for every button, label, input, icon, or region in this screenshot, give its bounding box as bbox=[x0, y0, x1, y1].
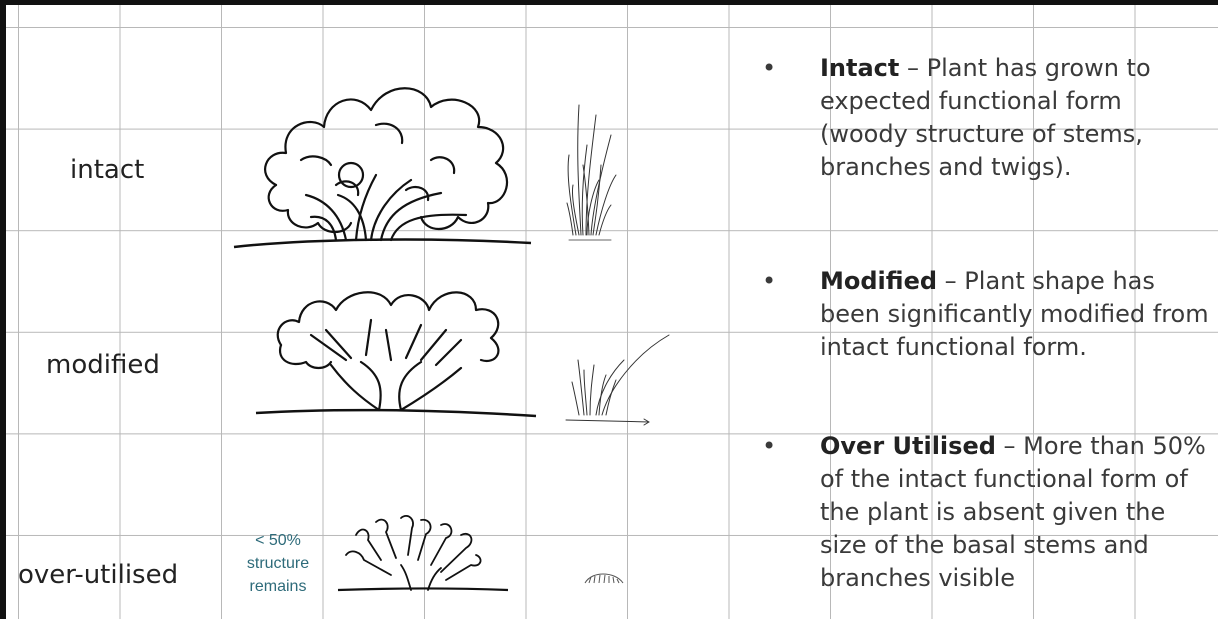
bullet-text: More than 50% of the intact functional f… bbox=[820, 432, 1206, 592]
bullet-text: Plant has grown to expected functional f… bbox=[820, 54, 1151, 181]
bullet-dot-icon: • bbox=[762, 54, 777, 82]
grass-modified-sketch bbox=[565, 334, 670, 426]
shrub-over-utilised-sketch bbox=[337, 515, 509, 592]
structure-remains-note: < 50% structure remains bbox=[224, 529, 332, 598]
bullet-term: Modified bbox=[820, 267, 938, 295]
grass-over-utilised-sketch bbox=[584, 573, 624, 584]
bullet-separator: – bbox=[937, 267, 965, 295]
bullet-separator: – bbox=[899, 54, 927, 82]
shrub-modified-sketch bbox=[255, 291, 537, 418]
bullet-separator: – bbox=[995, 432, 1024, 460]
bullet-dot-icon: • bbox=[762, 267, 777, 295]
bullet-term: Intact bbox=[820, 54, 900, 82]
row-label-over-utilised: over-utilised bbox=[18, 560, 179, 590]
shrub-intact-sketch bbox=[233, 87, 532, 249]
row-label-modified: modified bbox=[46, 350, 160, 380]
bullet-text: Plant shape has been significantly modif… bbox=[820, 267, 1209, 361]
bullet-term: Over Utilised bbox=[820, 432, 996, 460]
grass-intact-sketch bbox=[566, 104, 617, 241]
note-line-2: structure bbox=[246, 555, 310, 572]
row-label-intact: intact bbox=[70, 155, 145, 185]
note-line-1: < 50% bbox=[255, 532, 301, 549]
bullet-dot-icon: • bbox=[762, 432, 777, 460]
note-line-3: remains bbox=[249, 578, 307, 595]
